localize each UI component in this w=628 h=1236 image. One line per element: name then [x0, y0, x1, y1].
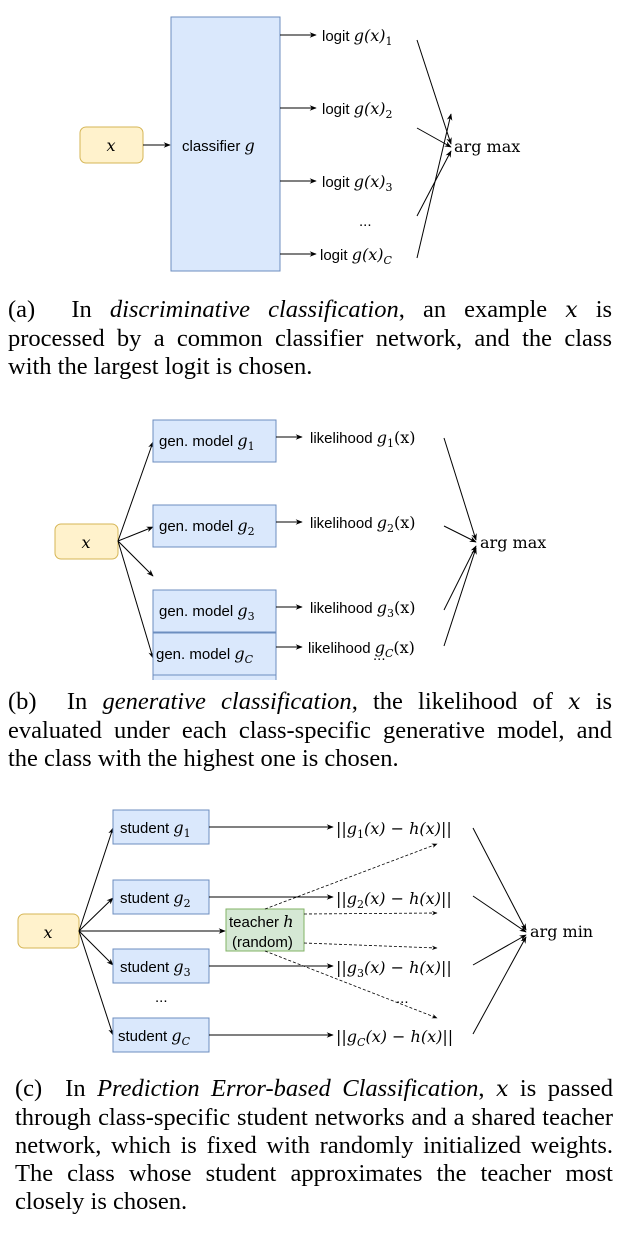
input-x-label: x: [43, 923, 52, 942]
likelihood-label-C: likelihood gC(x): [308, 638, 415, 660]
student-C-label: student gC: [118, 1026, 191, 1048]
edge-x-student2: [78, 897, 114, 932]
student-2-label: student g2: [120, 888, 191, 910]
gen-model-1-node: [152, 419, 277, 463]
panel-b-diagram: x gen. model g1 gen. model g2 gen. model…: [0, 400, 628, 680]
gen-model-3-node: [152, 589, 277, 633]
edge-teacher-output3: [303, 942, 438, 951]
gen-model-C-box: [152, 632, 277, 676]
edge-logitC-argmax: [416, 113, 453, 259]
edge-logit3-argmax: [416, 150, 452, 217]
student-3-label: student g3: [120, 957, 191, 979]
edge-x-student1: [78, 827, 114, 932]
error-label-2: ||g2(x) − h(x)||: [336, 889, 452, 911]
caption-b-rest1: , the likelihood of: [351, 688, 553, 715]
logit-label-1: logit g(x)1: [322, 26, 392, 48]
edge-x-studentC: [78, 930, 114, 1036]
edge-x-model2: [117, 526, 154, 542]
panel-a-diagram: x classifier g logit g(x)1 logit g(x)2 l…: [0, 0, 628, 280]
classifier-label: classifier g: [182, 136, 255, 155]
caption-a-rest1: , an example: [398, 296, 548, 323]
caption-b-var: x: [568, 690, 581, 715]
edge-err2-argmin: [472, 895, 527, 933]
edge-err1-argmin: [472, 827, 527, 931]
edge-lik1-argmax: [443, 437, 477, 541]
error-ellipsis: ...: [396, 990, 409, 1007]
likelihood-ellipsis: ...: [373, 647, 386, 664]
logit-label-3: logit g(x)3: [322, 172, 392, 194]
student-ellipsis: ...: [155, 989, 168, 1006]
caption-c-italic: Prediction Error-based Classification: [97, 1075, 479, 1102]
edge-x-model1: [117, 441, 154, 542]
edge-lik2-argmax: [443, 525, 477, 543]
likelihood-label-1: likelihood g1(x): [310, 428, 415, 450]
error-label-C: ||gC(x) − h(x)||: [336, 1027, 453, 1049]
caption-c: (c) In Prediction Error-based Classifica…: [15, 1075, 613, 1216]
logit-label-2: logit g(x)2: [322, 99, 392, 121]
caption-b-italic: generative classification: [102, 688, 352, 715]
caption-a-italic: discriminative classification: [109, 296, 399, 323]
edge-x-modelC: [117, 540, 154, 659]
panel-b-outputs: gen. model gC likelihood g1(x) likelihoo…: [0, 400, 628, 680]
error-label-1: ||g1(x) − h(x)||: [336, 819, 452, 841]
logit-ellipsis: ...: [359, 213, 372, 230]
input-x-label: x: [106, 136, 115, 155]
edge-errC-argmin: [472, 936, 527, 1035]
student-2-node: [112, 879, 210, 915]
panel-c-diagram: x student g1 student g2 student g3 ... s…: [0, 800, 628, 1060]
edge-likC-argmax: [443, 547, 477, 647]
edge-x-model3: [117, 540, 154, 577]
edge-logit1-argmax: [416, 39, 452, 145]
caption-c-pre: In: [65, 1075, 86, 1102]
caption-b: (b) In generative classification, the li…: [8, 688, 612, 773]
generative-outputs-svg: gen. model gC likelihood g1(x) likelihoo…: [152, 428, 546, 676]
gen-model-2-node: [152, 504, 277, 548]
teacher-note: (random): [232, 934, 293, 951]
gen-model-1-label: gen. model g1: [159, 431, 255, 453]
edge-x-student3: [78, 930, 114, 966]
generative-diagram-svg: x gen. model g1 gen. model g2 gen. model…: [54, 419, 386, 680]
gen-model-3-label: gen. model g3: [159, 601, 255, 623]
caption-c-var: x: [496, 1077, 509, 1102]
student-3-node: [112, 948, 210, 984]
argmax-label: arg max: [480, 533, 546, 552]
caption-a-rest2: is processed by a common classifier netw…: [8, 296, 613, 380]
edge-err3-argmin: [472, 934, 527, 966]
classifier-node: [170, 16, 281, 272]
caption-a-var: x: [565, 298, 578, 323]
student-1-label: student g1: [120, 818, 191, 840]
likelihood-label-2: likelihood g2(x): [310, 513, 415, 535]
caption-c-label: (c): [15, 1075, 43, 1102]
edge-lik3-argmax: [443, 545, 477, 611]
caption-c-rest2: is passed through class-specific student…: [15, 1075, 614, 1215]
edge-teacher-output1: [264, 843, 438, 910]
caption-b-rest2: is evaluated under each class-specific g…: [8, 688, 613, 772]
caption-c-rest1: ,: [478, 1075, 485, 1102]
argmax-label: arg max: [454, 137, 520, 156]
edge-teacher-outputC: [264, 950, 438, 1019]
gen-model-2-label: gen. model g2: [159, 516, 255, 538]
prediction-error-diagram-svg: x student g1 student g2 student g3 ... s…: [17, 809, 593, 1053]
student-1-node: [112, 809, 210, 845]
caption-a-pre: In: [71, 296, 92, 323]
teacher-node: [225, 908, 305, 952]
caption-a: (a) In discriminative classification, an…: [8, 296, 612, 381]
caption-b-label: (b): [8, 688, 37, 715]
discriminative-diagram-svg: x classifier g logit g(x)1 logit g(x)2 l…: [79, 16, 520, 272]
logit-label-C: logit g(x)C: [320, 245, 392, 267]
edge-logit2-argmax: [416, 127, 452, 148]
input-x-label: x: [81, 533, 90, 552]
edge-teacher-output2: [303, 910, 438, 916]
student-C-node: [112, 1017, 210, 1053]
caption-a-label: (a): [8, 296, 36, 323]
argmin-label: arg min: [530, 922, 593, 941]
error-label-3: ||g3(x) − h(x)||: [336, 958, 452, 980]
caption-b-pre: In: [66, 688, 88, 715]
teacher-label: teacher h: [229, 912, 294, 931]
gen-model-C-label: gen. model gC: [156, 644, 254, 666]
likelihood-label-3: likelihood g3(x): [310, 598, 415, 620]
